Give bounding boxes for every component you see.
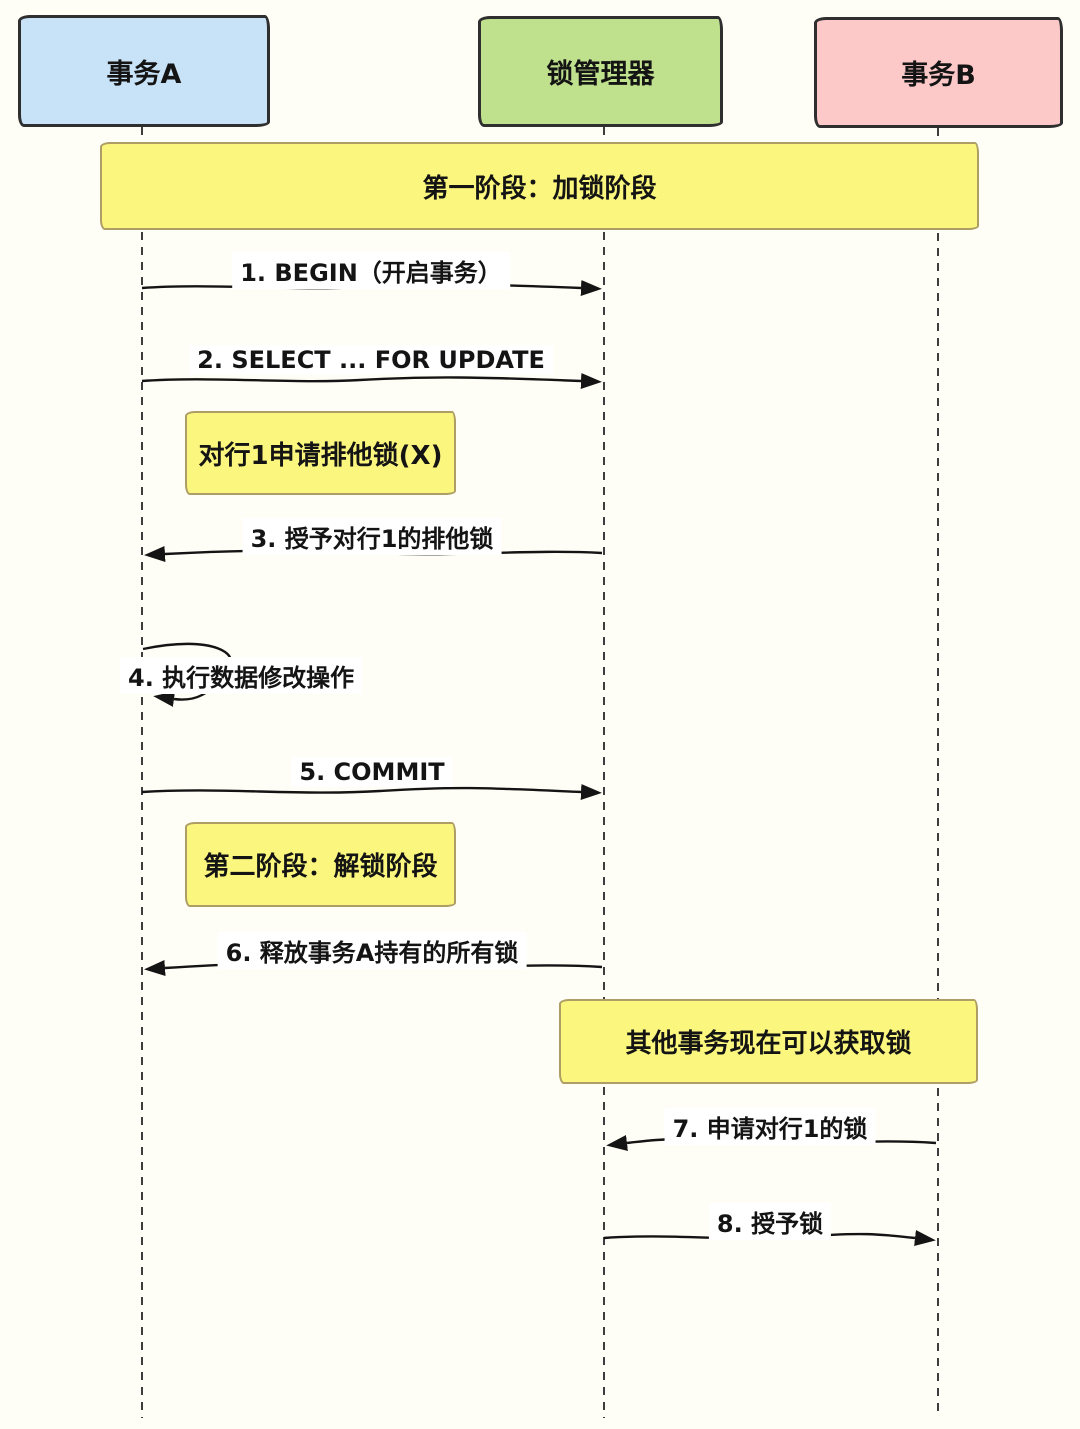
note-phase-unlock: 第二阶段：解锁阶段	[185, 822, 456, 907]
phase-banner-locking: 第一阶段：加锁阶段	[100, 142, 979, 230]
actor-transaction-a-label: 事务A	[106, 58, 182, 90]
actor-transaction-b: 事务B	[814, 17, 1063, 128]
message-label-3: 3. 授予对行1的排他锁	[242, 518, 502, 555]
message-label-1: 1. BEGIN（开启事务）	[232, 252, 510, 289]
note-request-exclusive-lock: 对行1申请排他锁(X)	[185, 411, 456, 495]
message-label-8: 8. 授予锁	[708, 1203, 832, 1240]
arrow-message-5	[141, 784, 602, 800]
message-label-7: 7. 申请对行1的锁	[664, 1108, 876, 1145]
arrow-message-2	[141, 373, 602, 389]
message-label-2: 2. SELECT ... FOR UPDATE	[189, 345, 553, 375]
banner-other-transactions: 其他事务现在可以获取锁	[559, 999, 978, 1084]
message-label-6: 6. 释放事务A持有的所有锁	[217, 932, 527, 969]
actor-lock-manager: 锁管理器	[478, 16, 723, 127]
note-phase-unlock-label: 第二阶段：解锁阶段	[203, 852, 438, 882]
actor-lock-manager-label: 锁管理器	[546, 59, 655, 90]
message-label-5: 5. COMMIT	[291, 757, 453, 787]
note-request-exclusive-lock-label: 对行1申请排他锁(X)	[198, 440, 443, 471]
banner-other-transactions-label: 其他事务现在可以获取锁	[625, 1029, 912, 1059]
message-label-4: 4. 执行数据修改操作	[120, 657, 363, 694]
phase-banner-locking-label: 第一阶段：加锁阶段	[422, 173, 657, 204]
actor-transaction-b-label: 事务B	[901, 60, 976, 91]
actor-transaction-a: 事务A	[18, 15, 270, 127]
